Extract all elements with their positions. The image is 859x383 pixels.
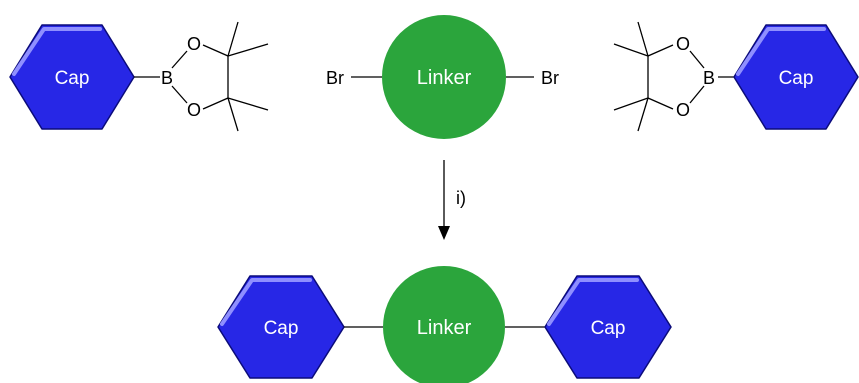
methyl-bond [227,97,269,111]
reaction-arrow: i) [438,160,466,240]
arrow-head-icon [438,226,450,240]
boron-oxygen-bond-bottom [689,85,705,104]
right-cap-label: Cap [779,68,814,89]
boron-oxygen-bond-bottom [171,85,188,104]
right-oxygen-bottom: O [676,100,690,120]
left-oxygen-top: O [187,34,201,54]
cap-hexagon-shape [9,24,135,130]
methyl-bond [637,21,649,57]
cap-hexagon-highlight [547,278,639,326]
linker-label: Linker [417,67,472,89]
linker-bromine-right: Br [541,68,559,88]
cap-hexagon-shape [544,275,672,379]
left-boronate-ester: B O O [134,21,269,132]
reactant-right-cap: Cap [733,24,859,130]
product-right-cap-label: Cap [591,318,626,339]
boron-oxygen-bond-top [171,50,188,69]
methyl-bond [227,43,269,57]
boron-oxygen-bond-top [689,50,705,69]
product-left-cap-label: Cap [264,318,299,339]
product-right-cap: Cap [544,275,672,379]
product-left-cap: Cap [217,275,345,379]
oxygen-carbon-bond-bottom [202,97,229,110]
oxygen-carbon-bond-top [647,44,674,57]
oxygen-carbon-bond-bottom [647,97,674,110]
cap-hexagon-shape [733,24,859,130]
methyl-bond [227,21,239,57]
linker-bromine-left: Br [326,68,344,88]
product: Cap Linker Cap [217,266,672,383]
methyl-bond [637,97,649,132]
product-linker: Linker [383,266,505,383]
product-linker-label: Linker [417,317,472,339]
reactant-left-cap: Cap [9,24,135,130]
linker-circle [382,15,506,139]
cap-hexagon-highlight [736,27,826,76]
cap-hexagon-highlight [12,27,102,76]
left-boron-atom: B [161,68,173,88]
right-boronate-ester: O O B [613,21,744,132]
reaction-condition-label: i) [456,188,466,208]
oxygen-carbon-bond-top [202,44,229,57]
methyl-bond [227,97,239,132]
left-oxygen-bottom: O [187,100,201,120]
cap-hexagon-shape [217,275,345,379]
right-boron-atom: B [703,68,715,88]
right-oxygen-top: O [676,34,690,54]
cap-hexagon-highlight [220,278,312,326]
linker-circle [383,266,505,383]
left-cap-label: Cap [55,68,90,89]
methyl-bond [613,43,649,57]
methyl-bond [613,97,649,111]
reactant-dibromo-linker: Br Linker Br [326,15,559,139]
